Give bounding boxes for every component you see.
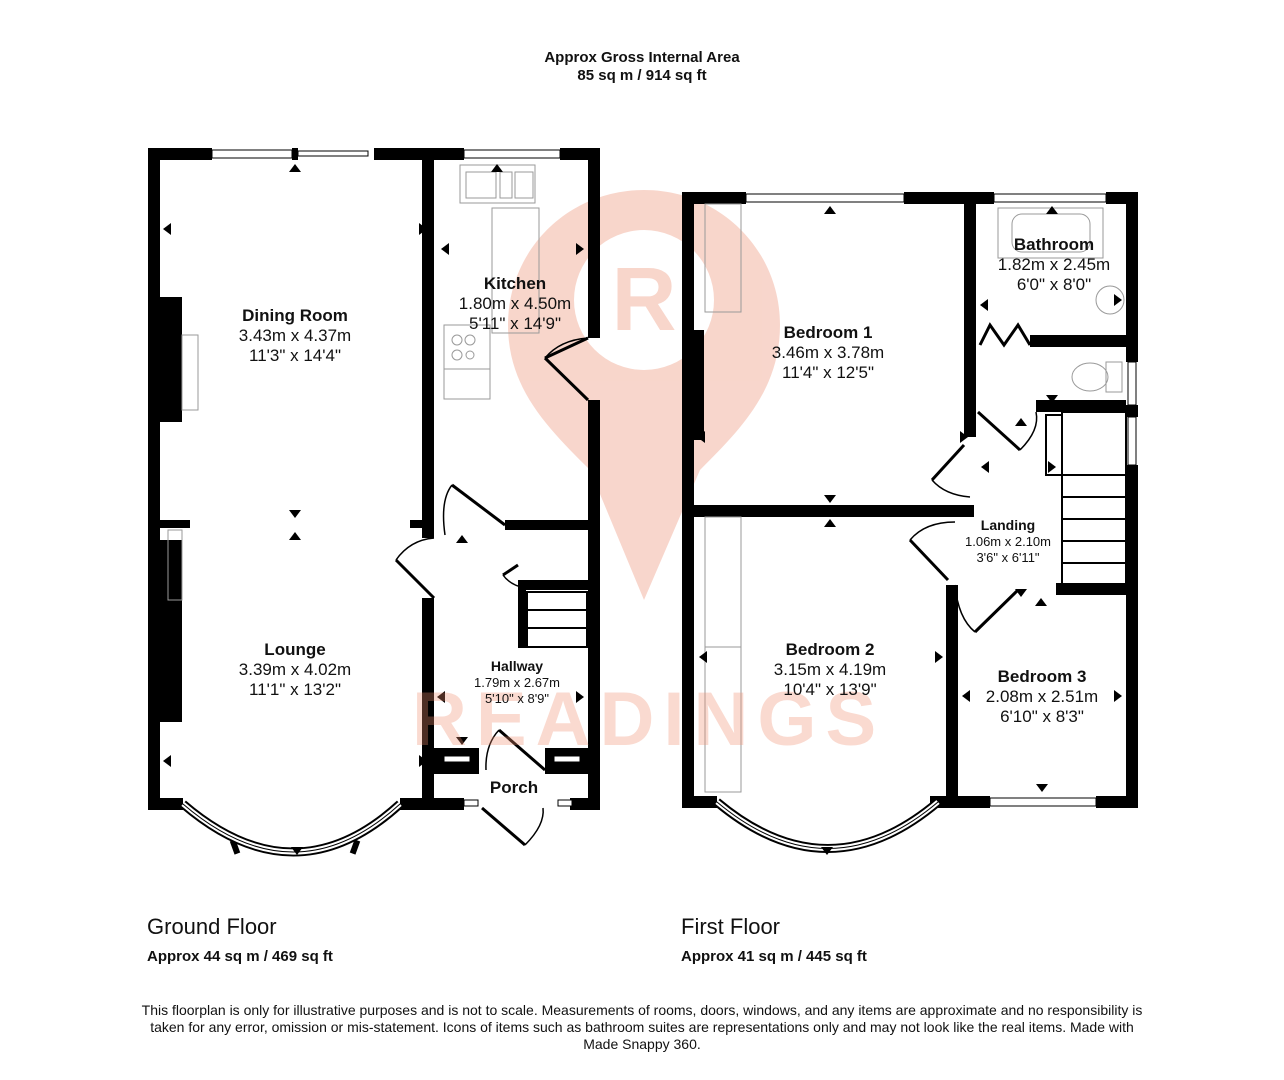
room-metric: 2.08m x 2.51m <box>985 687 1099 706</box>
gross-area-value: 85 sq m / 914 sq ft <box>577 67 707 84</box>
room-label-bedroom-3: Bedroom 3 2.08m x 2.51m 6'10" x 8'3" <box>986 667 1098 727</box>
kitchen-fixtures <box>167 164 540 601</box>
room-label-kitchen: Kitchen 1.80m x 4.50m 5'11" x 14'9" <box>459 274 571 334</box>
room-name: Bedroom 2 <box>785 640 875 659</box>
ground-floor-doors <box>394 336 590 847</box>
first-floor-stairs <box>1045 411 1127 585</box>
ground-floor-windows <box>211 149 581 807</box>
room-name: Kitchen <box>483 274 547 293</box>
room-label-porch: Porch <box>490 778 538 798</box>
room-imperial: 3'6" x 6'11" <box>976 550 1040 565</box>
svg-text:R: R <box>612 250 677 350</box>
room-imperial: 5'11" x 14'9" <box>469 314 561 333</box>
room-label-hallway: Hallway 1.79m x 2.67m 5'10" x 8'9" <box>474 658 560 707</box>
room-metric: 1.80m x 4.50m <box>458 294 572 313</box>
room-metric: 1.79m x 2.67m <box>474 675 560 690</box>
room-name: Porch <box>489 778 539 797</box>
room-label-dining-room: Dining Room 3.43m x 4.37m 11'3" x 14'4" <box>239 306 351 366</box>
room-imperial: 6'0" x 8'0" <box>1016 275 1092 294</box>
room-imperial: 11'3" x 14'4" <box>249 346 341 365</box>
room-label-bathroom: Bathroom 1.82m x 2.45m 6'0" x 8'0" <box>998 235 1110 295</box>
ground-floor-caption: Ground Floor Approx 44 sq m / 469 sq ft <box>147 914 333 966</box>
first-floor-title: First Floor <box>681 914 780 939</box>
first-floor-area: Approx 41 sq m / 445 sq ft <box>681 948 867 965</box>
room-name: Bedroom 1 <box>783 323 873 342</box>
first-floor-plan <box>682 192 1138 808</box>
first-floor-caption: First Floor Approx 41 sq m / 445 sq ft <box>681 914 867 966</box>
room-imperial: 6'10" x 8'3" <box>1000 707 1084 726</box>
room-metric: 3.39m x 4.02m <box>238 660 352 679</box>
room-name: Bathroom <box>1013 235 1095 254</box>
room-name: Landing <box>980 517 1036 533</box>
room-imperial: 11'1" x 13'2" <box>249 680 341 699</box>
bifold-door-icon <box>978 322 1032 348</box>
room-metric: 3.46m x 3.78m <box>771 343 885 362</box>
gross-area-header: Approx Gross Internal Area 85 sq m / 914… <box>0 49 1284 85</box>
room-metric: 1.06m x 2.10m <box>965 534 1051 549</box>
ground-floor-area: Approx 44 sq m / 469 sq ft <box>147 948 333 965</box>
room-name: Dining Room <box>242 306 348 325</box>
room-name: Bedroom 3 <box>997 667 1087 686</box>
measurement-arrows <box>163 164 1122 855</box>
watermark-brand-text: READINGS <box>412 677 886 762</box>
room-imperial: 10'4" x 13'9" <box>783 680 877 699</box>
room-name: Lounge <box>264 640 326 659</box>
room-name: Hallway <box>490 658 544 674</box>
watermark-logo-icon: R <box>508 190 780 600</box>
room-metric: 3.43m x 4.37m <box>238 326 352 345</box>
ground-floor-title: Ground Floor <box>147 914 277 939</box>
room-imperial: 5'10" x 8'9" <box>484 691 550 706</box>
gross-area-title: Approx Gross Internal Area <box>544 49 740 66</box>
room-metric: 1.82m x 2.45m <box>997 255 1111 274</box>
disclaimer-text: This floorplan is only for illustrative … <box>141 1002 1143 1052</box>
ground-floor-stairs <box>526 591 588 648</box>
first-floor-windows <box>745 193 1137 807</box>
ground-floor-plan <box>148 148 600 855</box>
room-imperial: 11'4" x 12'5" <box>782 363 874 382</box>
room-label-bedroom-1: Bedroom 1 3.46m x 3.78m 11'4" x 12'5" <box>772 323 884 383</box>
room-label-lounge: Lounge 3.39m x 4.02m 11'1" x 13'2" <box>239 640 351 700</box>
room-label-bedroom-2: Bedroom 2 3.15m x 4.19m 10'4" x 13'9" <box>774 640 886 700</box>
room-label-landing: Landing 1.06m x 2.10m 3'6" x 6'11" <box>965 517 1051 566</box>
room-metric: 3.15m x 4.19m <box>773 660 887 679</box>
first-floor-doors <box>908 410 1038 634</box>
